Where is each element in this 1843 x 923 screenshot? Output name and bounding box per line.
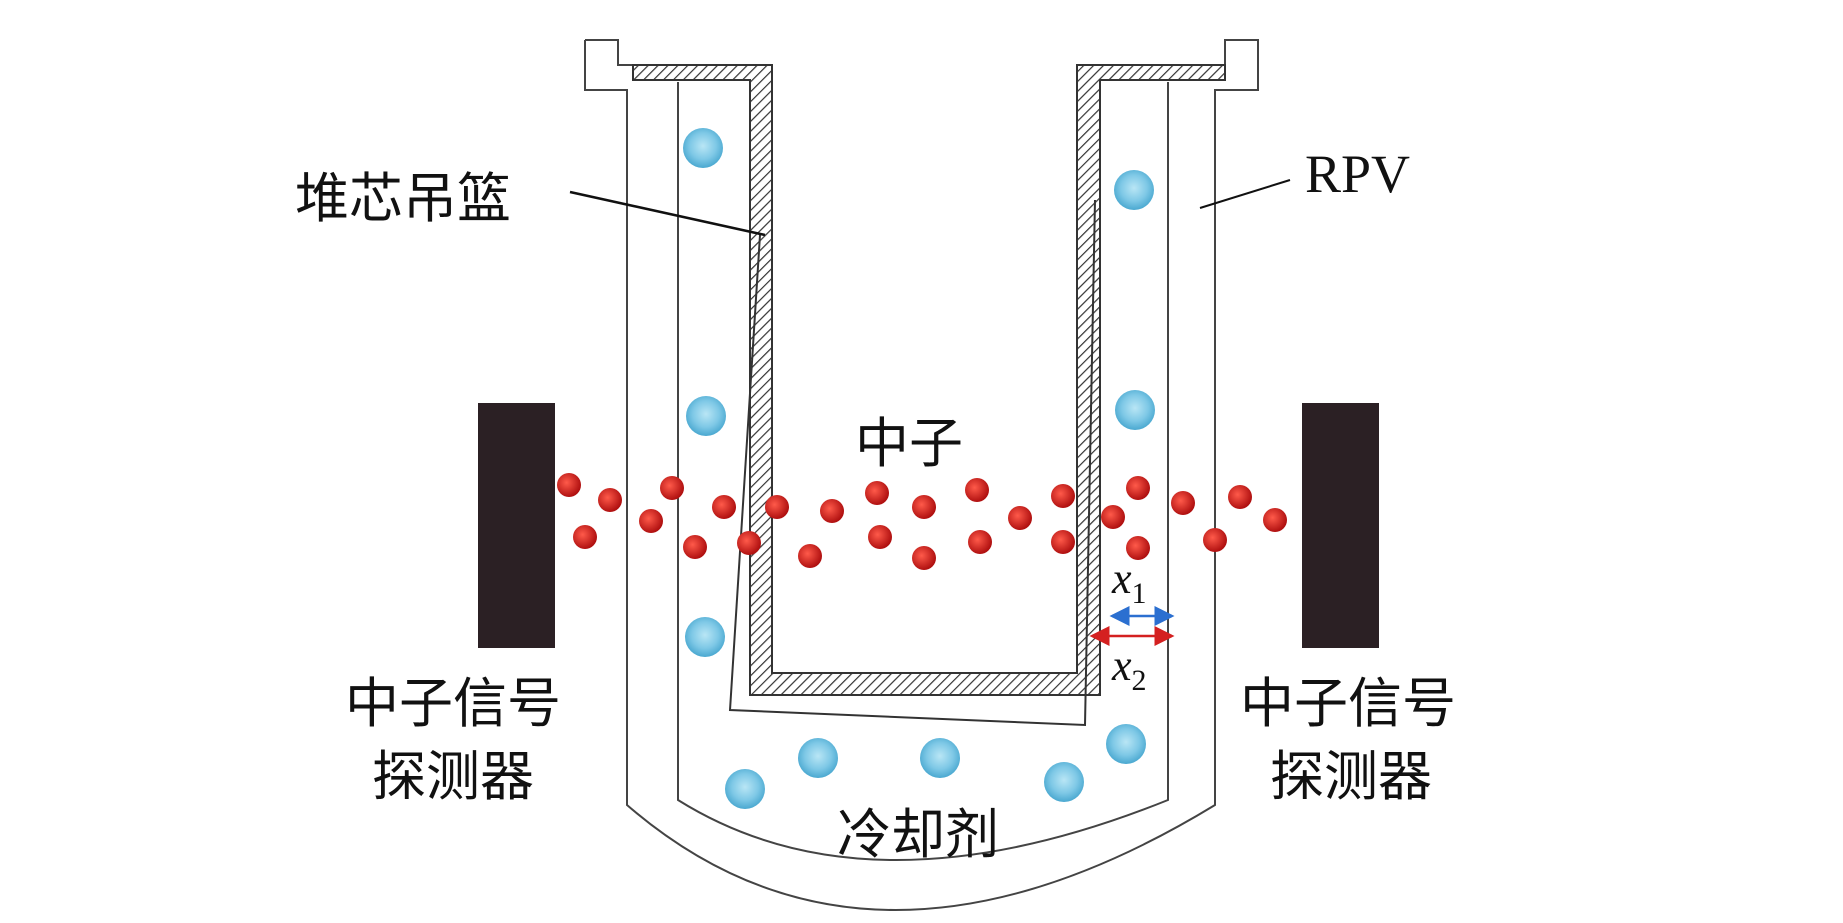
neutron-detector-right	[1302, 403, 1379, 648]
neutron-particle	[598, 488, 622, 512]
rpv-leader	[1199, 179, 1291, 209]
coolant-particle	[920, 738, 960, 778]
x2-label: x2	[1111, 641, 1147, 697]
neutron-particle	[868, 525, 892, 549]
neutron-particle	[1171, 491, 1195, 515]
neutron-particle	[1101, 505, 1125, 529]
neutron-particle	[557, 473, 581, 497]
core-barrel	[632, 64, 1226, 696]
neutron-particle	[1126, 536, 1150, 560]
neutron-particle	[798, 544, 822, 568]
coolant-particle	[1115, 390, 1155, 430]
rpv-label: RPV	[1305, 144, 1410, 204]
coolant-particle	[686, 396, 726, 436]
coolant-particles	[683, 128, 1155, 809]
coolant-particle	[798, 738, 838, 778]
coolant-particle	[1044, 762, 1084, 802]
neutron-particle	[912, 495, 936, 519]
neutron-particle	[1263, 508, 1287, 532]
neutron-particle	[1126, 476, 1150, 500]
detector-left-label-line1: 中子信号	[345, 672, 561, 735]
neutron-particle	[912, 546, 936, 570]
coolant-particle	[1114, 170, 1154, 210]
neutron-detector-left	[478, 403, 555, 648]
neutron-particle	[737, 531, 761, 555]
neutron-label: 中子	[855, 412, 963, 475]
neutron-particle	[683, 535, 707, 559]
neutron-particle	[865, 481, 889, 505]
core-barrel-leader	[569, 190, 766, 237]
neutron-particle	[1051, 484, 1075, 508]
neutron-particle	[660, 476, 684, 500]
neutron-particle	[1228, 485, 1252, 509]
coolant-label: 冷却剂	[837, 803, 999, 866]
neutron-particle	[965, 478, 989, 502]
coolant-particle	[683, 128, 723, 168]
neutron-particle	[639, 509, 663, 533]
neutron-particle	[573, 525, 597, 549]
neutron-particles	[557, 473, 1287, 570]
coolant-particle	[685, 617, 725, 657]
detector-left-label-line2: 探测器	[372, 745, 534, 808]
neutron-particle	[712, 495, 736, 519]
rpv-vessel	[584, 39, 1259, 911]
neutron-particle	[1051, 530, 1075, 554]
neutron-particle	[1203, 528, 1227, 552]
detector-right-label-line2: 探测器	[1270, 745, 1432, 808]
coolant-particle	[725, 769, 765, 809]
displaced-barrel-outline	[728, 199, 1096, 727]
neutron-particle	[1008, 506, 1032, 530]
neutron-particle	[765, 495, 789, 519]
core-barrel-label: 堆芯吊篮	[295, 167, 511, 230]
neutron-particle	[820, 499, 844, 523]
x1-label: x1	[1111, 554, 1147, 610]
detector-right-label-line1: 中子信号	[1240, 672, 1456, 735]
coolant-particle	[1106, 724, 1146, 764]
neutron-particle	[968, 530, 992, 554]
